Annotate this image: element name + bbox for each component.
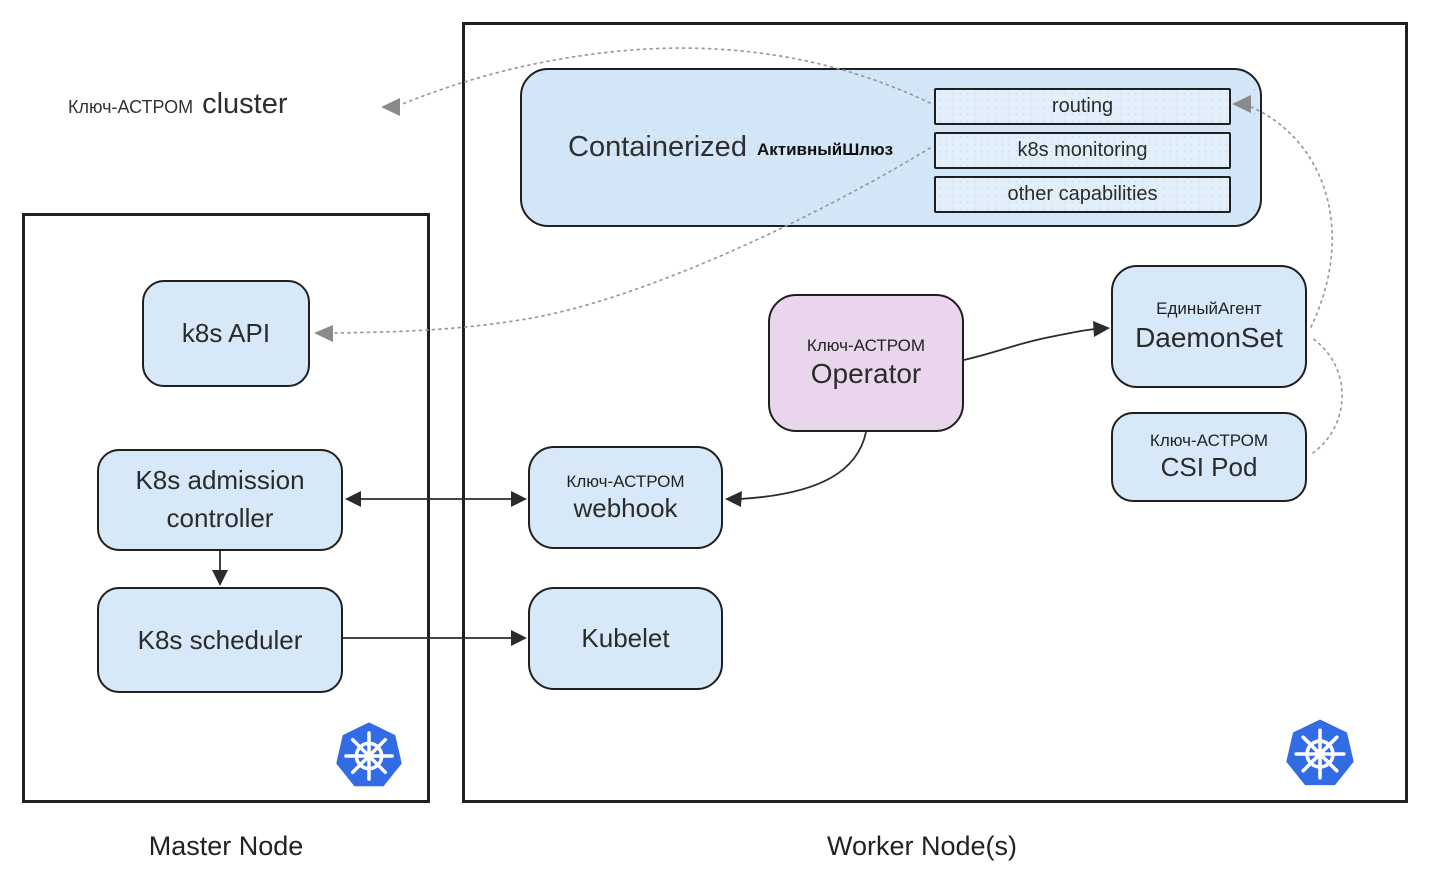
master-node-caption: Master Node: [148, 831, 304, 861]
admission-controller-label: K8s admission controller: [135, 465, 305, 533]
webhook-small-label: Ключ-АСТРОМ: [566, 471, 685, 491]
scheduler-label: K8s scheduler: [137, 624, 303, 655]
csi-pod-label: CSI Pod: [1160, 452, 1258, 483]
cluster-label-text: cluster: [202, 88, 288, 120]
containerized-title: Containerized: [568, 131, 747, 163]
containerized-gateway-box: Containerized АктивныйШлюз routing k8s m…: [520, 68, 1262, 227]
kubernetes-icon: [336, 722, 402, 787]
k8s-api-box: k8s API: [142, 280, 310, 387]
k8s-api-label: k8s API: [181, 318, 271, 349]
daemonset-box: ЕдиныйАгент DaemonSet: [1111, 265, 1307, 388]
kubelet-box: Kubelet: [528, 587, 723, 690]
cluster-label-prefix: Ключ-АСТРОМ: [68, 97, 194, 117]
capability-routing: routing: [934, 88, 1231, 125]
kubernetes-icon: [1286, 719, 1354, 786]
webhook-label: webhook: [573, 492, 678, 523]
containerized-gateway-title-row: Containerized АктивныйШлюз: [568, 70, 893, 225]
admission-controller-box: K8s admission controller: [97, 449, 343, 551]
daemonset-label: DaemonSet: [1135, 321, 1283, 353]
gateway-subtitle: АктивныйШлюз: [756, 139, 894, 159]
csi-pod-small-label: Ключ-АСТРОМ: [1149, 431, 1269, 451]
worker-node-caption: Worker Node(s): [826, 831, 1018, 861]
kubelet-label: Kubelet: [581, 623, 670, 654]
operator-small-label: Ключ-АСТРОМ: [806, 335, 926, 355]
daemonset-small-label: ЕдиныйАгент: [1156, 299, 1262, 319]
capability-other: other capabilities: [934, 176, 1231, 213]
webhook-box: Ключ-АСТРОМ webhook: [528, 446, 723, 549]
arrowhead-to-cluster: [381, 98, 400, 116]
cluster-label: Ключ-АСТРОМ cluster: [68, 88, 288, 121]
csi-pod-box: Ключ-АСТРОМ CSI Pod: [1111, 412, 1307, 502]
scheduler-box: K8s scheduler: [97, 587, 343, 693]
operator-label: Operator: [810, 358, 922, 390]
capability-k8s-monitoring: k8s monitoring: [934, 132, 1231, 169]
operator-box: Ключ-АСТРОМ Operator: [768, 294, 964, 432]
